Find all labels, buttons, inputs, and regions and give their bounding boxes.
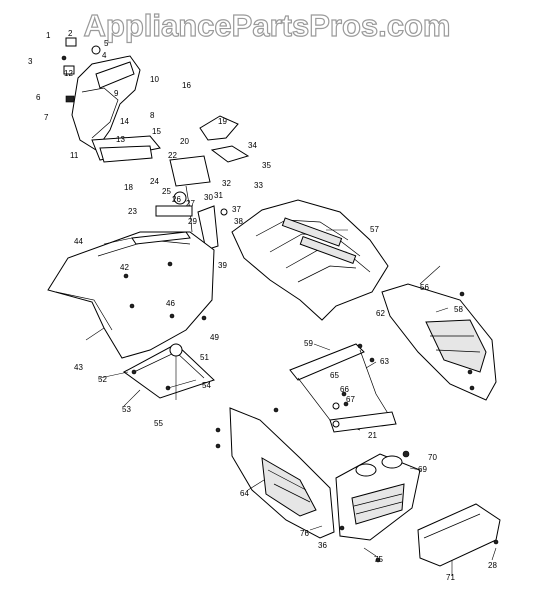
callout-31: 31: [214, 191, 223, 200]
callout-43: 43: [74, 363, 83, 372]
callout-49: 49: [210, 333, 219, 342]
callout-66: 66: [340, 385, 349, 394]
callout-25: 25: [162, 187, 171, 196]
grille-part-69: [335, 453, 421, 541]
callout-69: 69: [418, 465, 427, 474]
callout-51: 51: [200, 353, 209, 362]
callout-15: 15: [152, 127, 161, 136]
callout-16: 16: [182, 81, 191, 90]
callout-38: 38: [234, 217, 243, 226]
callout-13: 13: [116, 135, 125, 144]
callout-28: 28: [488, 561, 497, 570]
callout-46: 46: [166, 299, 175, 308]
callout-55: 55: [154, 419, 163, 428]
side-panel-part-64: [229, 407, 335, 539]
callout-42: 42: [120, 263, 129, 272]
callout-9: 9: [114, 89, 119, 98]
callout-76: 76: [300, 529, 309, 538]
callout-39: 39: [218, 261, 227, 270]
callout-14: 14: [120, 117, 129, 126]
callout-35: 35: [262, 161, 271, 170]
callout-11: 11: [70, 151, 79, 160]
dash-cover-assembly: [61, 37, 161, 163]
callout-67: 67: [346, 395, 355, 404]
callout-34: 34: [248, 141, 257, 150]
callout-22: 22: [168, 151, 177, 160]
callout-58: 58: [454, 305, 463, 314]
callout-26: 26: [172, 195, 181, 204]
frame-part-59: [289, 343, 397, 433]
callout-10: 10: [150, 75, 159, 84]
callout-63: 63: [380, 357, 389, 366]
callout-53: 53: [122, 405, 131, 414]
callout-75: 75: [374, 555, 383, 564]
callout-29: 29: [188, 217, 197, 226]
bumper-part-71: [417, 503, 501, 567]
callout-18: 18: [124, 183, 133, 192]
hardware-fasteners: [129, 291, 499, 563]
callout-36: 36: [318, 541, 327, 550]
callout-24: 24: [150, 177, 159, 186]
callout-56: 56: [420, 283, 429, 292]
watermark-title: AppliancePartsPros.com: [84, 8, 451, 43]
callout-64: 64: [240, 489, 249, 498]
hood-part-57: [231, 199, 389, 321]
callout-12: 12: [64, 69, 73, 78]
callout-21: 21: [368, 431, 377, 440]
callout-6: 6: [36, 93, 41, 102]
callout-4: 4: [102, 51, 107, 60]
callout-2: 2: [68, 29, 73, 38]
callout-27: 27: [186, 199, 195, 208]
callout-33: 33: [254, 181, 263, 190]
callout-labels: 1 2 3 4 5 6 7 8 9 10 11 12 13 14 15 16 1…: [28, 29, 497, 582]
callout-8: 8: [150, 111, 155, 120]
callout-3: 3: [28, 57, 33, 66]
callout-23: 23: [128, 207, 137, 216]
fender-part-44: [47, 231, 215, 359]
callout-71: 71: [446, 573, 455, 582]
callout-65: 65: [330, 371, 339, 380]
callout-32: 32: [222, 179, 231, 188]
callout-37: 37: [232, 205, 241, 214]
callout-70: 70: [428, 453, 437, 462]
side-panel-part-58: [381, 283, 497, 401]
callout-59: 59: [304, 339, 313, 348]
callout-30: 30: [204, 193, 213, 202]
callout-44: 44: [74, 237, 83, 246]
floor-plate-part-53: [123, 343, 215, 400]
callout-62: 62: [376, 309, 385, 318]
callout-7: 7: [44, 113, 49, 122]
steering-support-assembly: [155, 115, 250, 251]
callout-1: 1: [46, 31, 51, 40]
leader-lines: [85, 229, 497, 576]
callout-57: 57: [370, 225, 379, 234]
callout-52: 52: [98, 375, 107, 384]
callout-5: 5: [104, 39, 109, 48]
callout-19: 19: [218, 117, 227, 126]
callout-54: 54: [202, 381, 211, 390]
callout-20: 20: [180, 137, 189, 146]
